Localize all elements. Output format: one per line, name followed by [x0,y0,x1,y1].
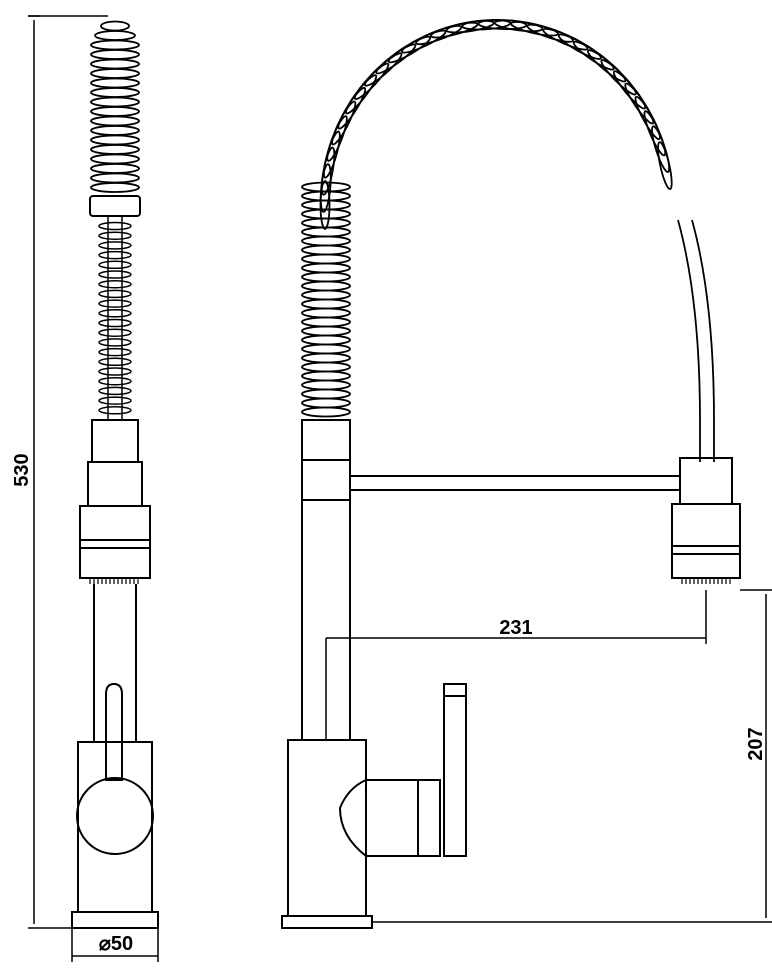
front-nozzle-ticks [89,578,139,584]
front-spray-head [79,505,151,579]
side-support-arm [349,475,681,491]
side-view [281,19,741,929]
overall-height-label: 530 [11,453,33,486]
front-base [71,911,159,929]
front-lower-spring [98,221,132,415]
side-base [281,915,373,929]
front-view [71,20,159,929]
side-spray-holder [679,457,733,505]
side-spring-coils [301,19,673,418]
side-spray-head [671,503,741,579]
front-lever-handle [105,682,123,781]
front-body [77,741,153,913]
front-spring-collar [89,195,141,217]
dimension-spout-clearance [372,589,772,923]
side-hose [677,219,701,462]
spout-clearance-label: 207 [745,727,767,760]
front-holder-ring [87,461,143,507]
dimension-spout-reach [325,590,707,740]
dimension-base-diameter [71,928,159,962]
front-lever-base [76,777,154,855]
spout-reach-label: 231 [499,617,532,639]
front-spray-holder [91,419,139,463]
side-body [287,739,367,917]
dimension-overall-height [28,15,108,929]
side-column-top [301,419,351,461]
base-diameter-label: ⌀50 [99,933,133,955]
front-spring-coils [90,20,140,193]
side-nozzle-ticks [681,578,731,584]
side-lever [443,683,467,857]
side-valve-cartridge [338,779,419,857]
